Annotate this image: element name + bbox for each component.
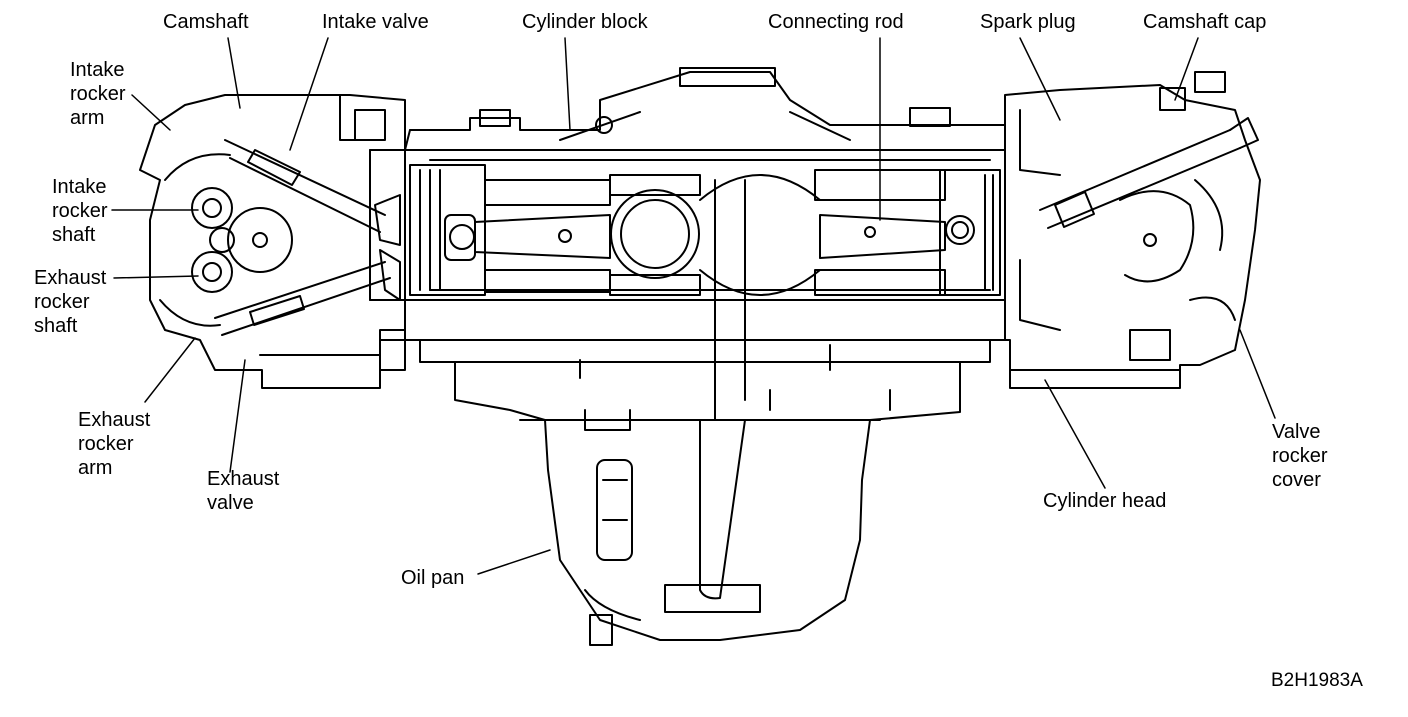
right-spark-plug — [1039, 117, 1259, 229]
right-cylinder-head — [1004, 71, 1261, 389]
label-exhaust-valve: Exhaust valve — [207, 468, 280, 514]
label-exhaust-rocker-arm: Exhaust rocker arm — [78, 409, 151, 479]
left-connecting-rod — [474, 179, 611, 293]
oil-pan-shape — [454, 344, 961, 646]
label-intake-valve: Intake valve — [322, 11, 429, 33]
left-cylinder-head — [139, 94, 406, 389]
label-connecting-rod: Connecting rod — [768, 11, 904, 33]
left-intake-valve — [224, 139, 401, 246]
label-cylinder-head: Cylinder head — [1043, 490, 1167, 512]
leader-lines — [111, 37, 1276, 575]
label-spark-plug: Spark plug — [980, 11, 1076, 33]
label-exhaust-rocker-shaft: Exhaust rocker shaft — [34, 267, 107, 337]
crankshaft — [609, 174, 821, 421]
label-camshaft: Camshaft — [163, 11, 249, 33]
left-exhaust-valve — [214, 249, 401, 336]
label-oil-pan: Oil pan — [401, 567, 465, 589]
left-camshaft-assembly — [159, 153, 293, 327]
right-piston — [939, 169, 1001, 296]
right-camshaft-assembly — [1119, 179, 1236, 321]
figure-code: B2H1983A — [1271, 670, 1363, 691]
label-cylinder-block: Cylinder block — [522, 11, 648, 33]
label-valve-rocker-cover: Valve rocker cover — [1272, 421, 1328, 491]
label-intake-rocker-shaft: Intake rocker shaft — [52, 176, 108, 246]
label-camshaft-cap: Camshaft cap — [1143, 11, 1267, 33]
label-intake-rocker-arm: Intake rocker arm — [70, 59, 126, 129]
left-piston — [409, 164, 486, 296]
